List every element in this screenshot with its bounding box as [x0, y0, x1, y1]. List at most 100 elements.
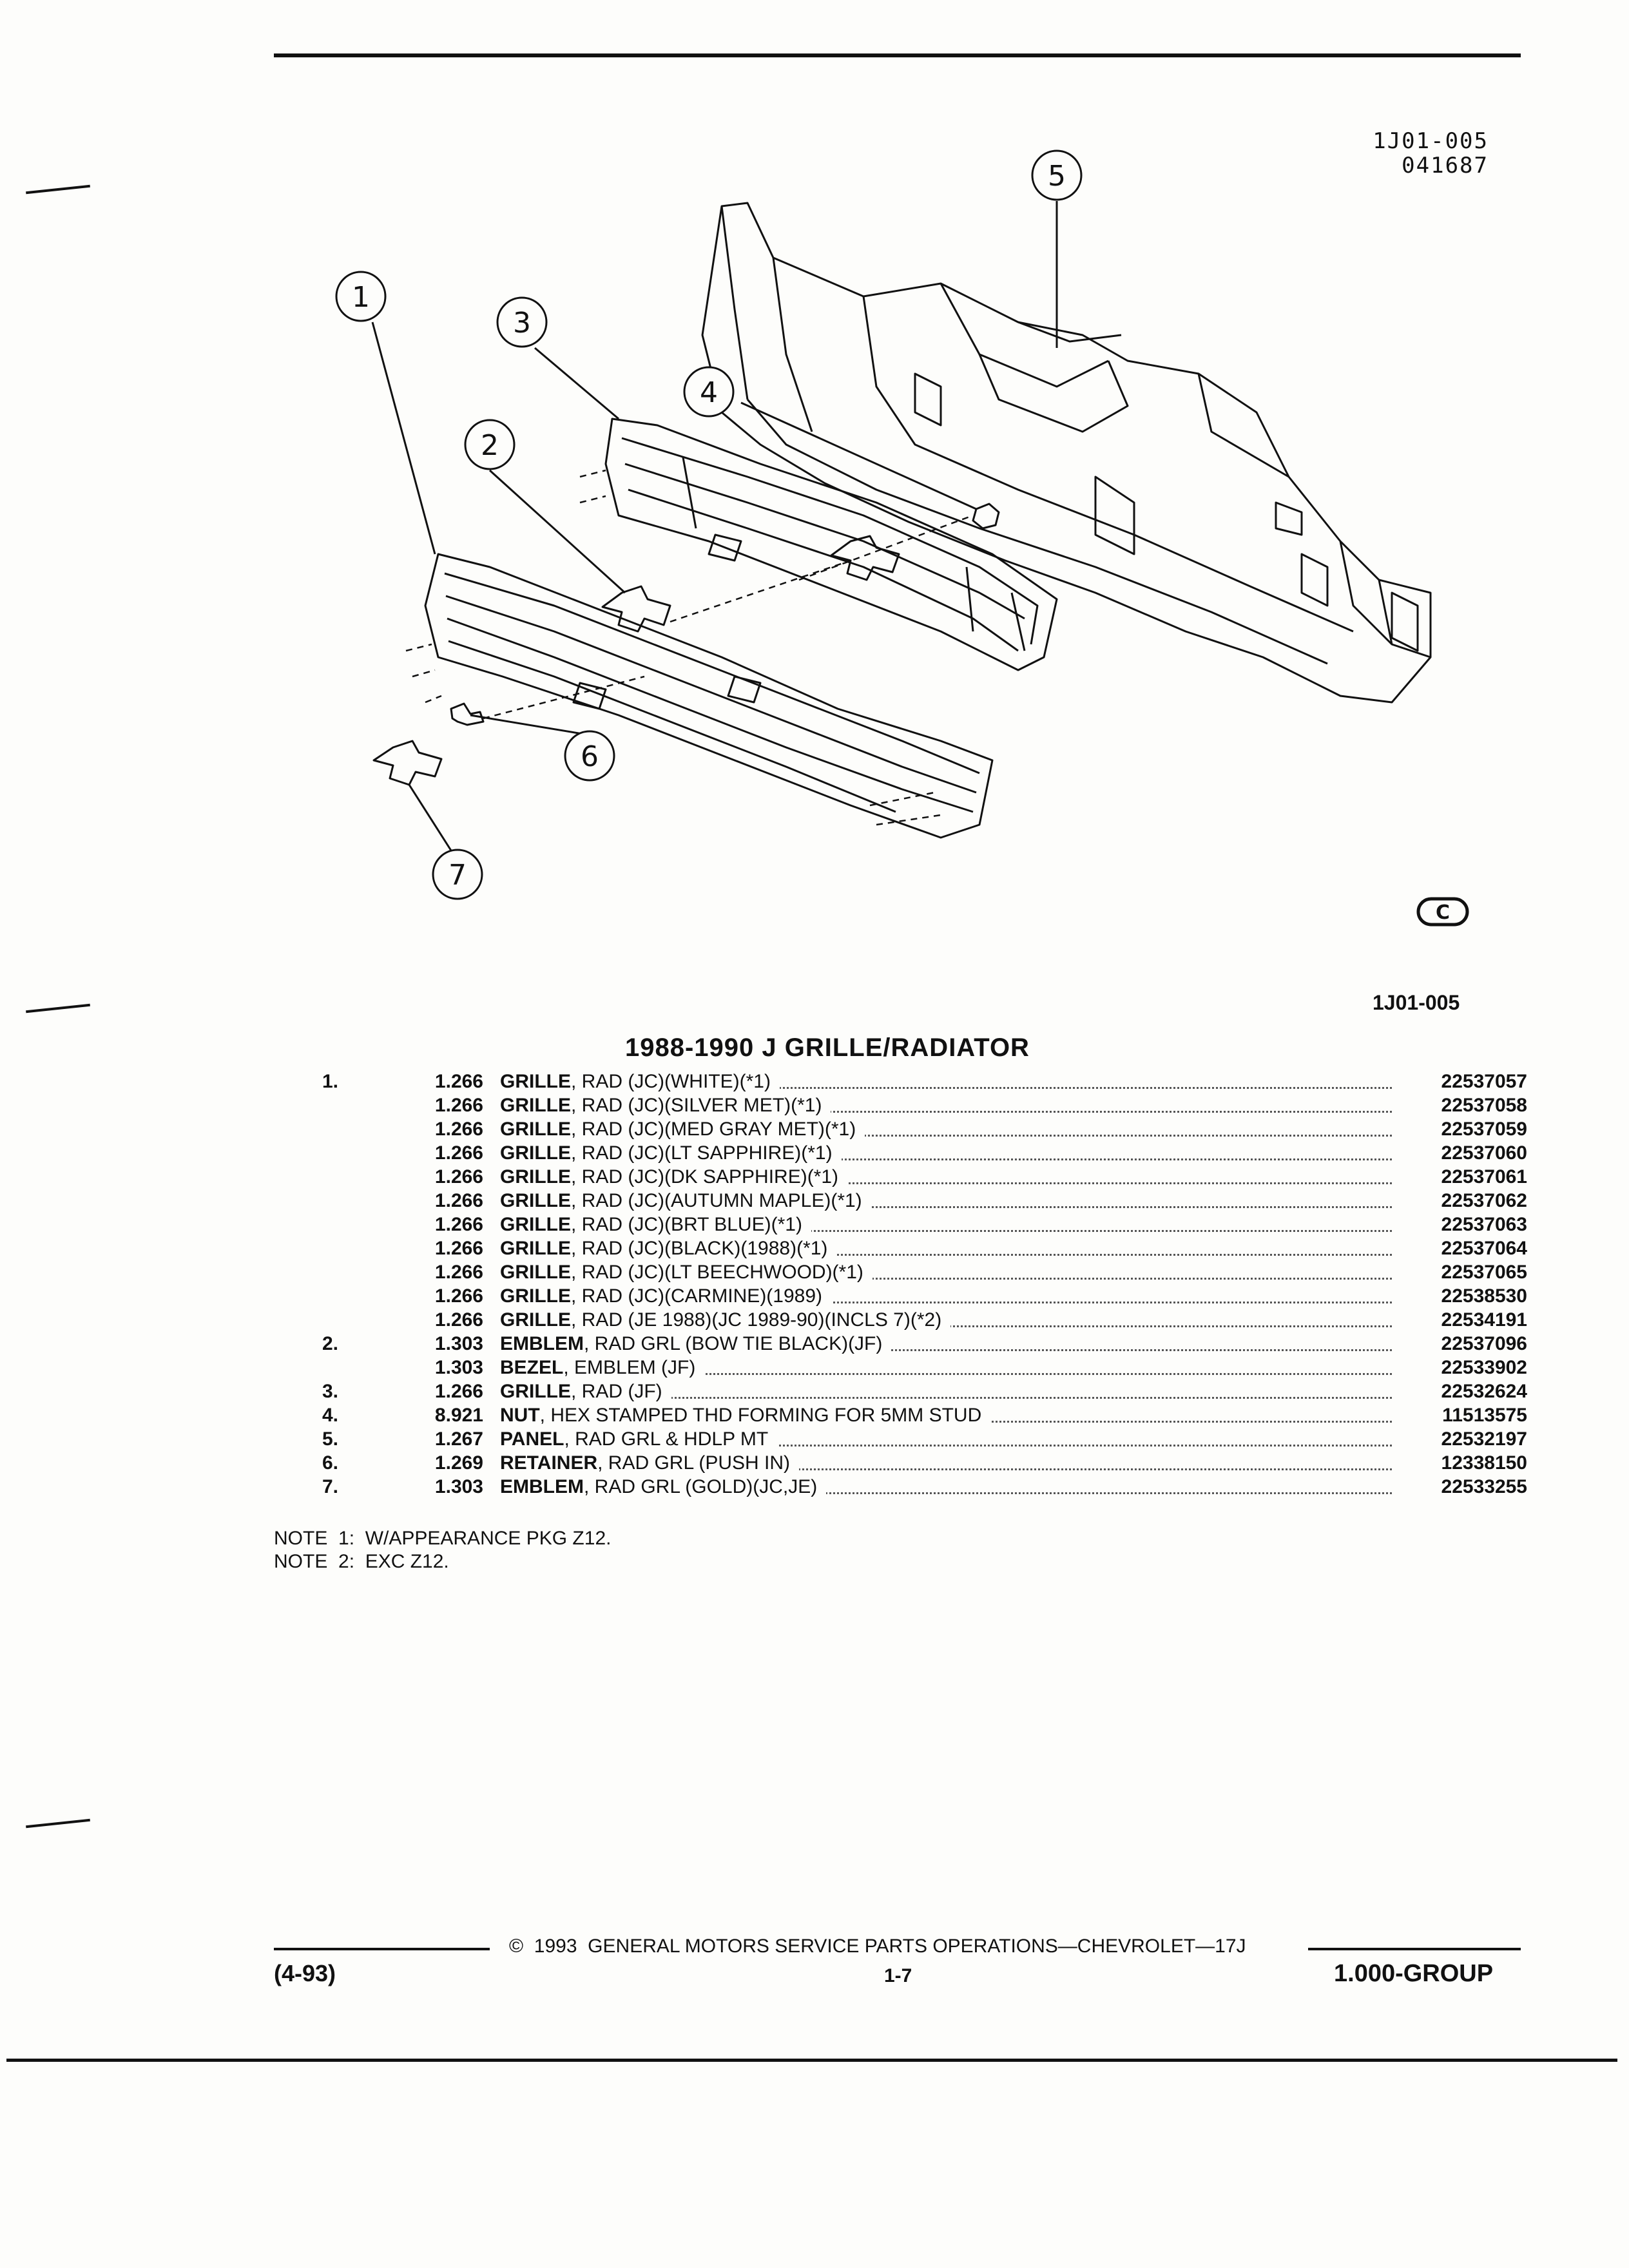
part-detail: , RAD (JE 1988)(JC 1989-90)(INCLS 7)(*2) — [571, 1309, 942, 1331]
ref-code: 1J01-005 — [1373, 128, 1489, 154]
part-ref — [322, 1356, 393, 1379]
group-label: 1.000-GROUP — [1334, 1960, 1494, 1987]
part-number: 22537058 — [1392, 1093, 1527, 1117]
part-number: 22537059 — [1392, 1117, 1527, 1141]
figure-ref-code: 1J01-005 041687 — [1276, 129, 1489, 178]
part-detail: , HEX STAMPED THD FORMING FOR 5MM STUD — [539, 1405, 982, 1426]
part-ref — [322, 1213, 393, 1236]
grille-jf-drawing — [604, 418, 1058, 671]
part-ref — [322, 1093, 393, 1117]
dot-leader — [500, 1492, 1392, 1494]
part-description: GRILLE, RAD (JC)(WHITE)(*1) — [500, 1070, 1392, 1093]
part-name: BEZEL — [500, 1357, 564, 1378]
leader-1 — [371, 322, 436, 555]
part-ref — [322, 1189, 393, 1213]
part-number: 22533902 — [1392, 1356, 1527, 1379]
dot-leader — [500, 1254, 1392, 1256]
part-ref — [322, 1117, 393, 1141]
gm-logo-icon: C — [1416, 897, 1469, 927]
part-description: EMBLEM, RAD GRL (GOLD)(JC,JE) — [500, 1475, 1392, 1499]
callout-6: 6 — [564, 730, 615, 782]
callout-4-label: 4 — [700, 376, 718, 409]
part-number: 11513575 — [1392, 1403, 1527, 1427]
part-description: GRILLE, RAD (JE 1988)(JC 1989-90)(INCLS … — [500, 1308, 1392, 1332]
part-group: 1.266 — [434, 1238, 483, 1259]
part-number: 22532197 — [1392, 1427, 1527, 1451]
part-ref — [322, 1141, 393, 1165]
part-description: NUT, HEX STAMPED THD FORMING FOR 5MM STU… — [500, 1403, 1392, 1427]
leader-7 — [408, 784, 452, 851]
part-description: GRILLE, RAD (JC)(BLACK)(1988)(*1) — [500, 1236, 1392, 1260]
nut-drawing — [972, 503, 1000, 530]
figure-label: 1J01-005 — [1373, 991, 1460, 1014]
part-detail: , EMBLEM (JF) — [563, 1357, 696, 1378]
part-detail: , RAD (JC)(SILVER MET)(*1) — [571, 1095, 822, 1116]
part-name: EMBLEM — [500, 1333, 584, 1354]
callout-4: 4 — [683, 366, 735, 418]
dot-leader — [500, 1158, 1392, 1160]
part-name: GRILLE — [500, 1285, 571, 1307]
part-group: 1.267 — [434, 1428, 483, 1450]
part-number: 22537065 — [1392, 1260, 1527, 1284]
part-ref: 6. — [322, 1452, 339, 1474]
part-row: 1.266 GRILLE, RAD (JC)(SILVER MET)(*1) 225… — [322, 1093, 1527, 1117]
part-ref: 7. — [322, 1476, 339, 1497]
part-detail: , RAD (JC)(LT SAPPHIRE)(*1) — [571, 1142, 833, 1164]
part-row: 1.266 GRILLE, RAD (JE 1988)(JC 1989-90)(I… — [322, 1308, 1527, 1332]
footer-rule-right — [1308, 1948, 1521, 1950]
part-group: 1.266 — [434, 1166, 483, 1187]
part-name: RETAINER — [500, 1452, 598, 1474]
part-group: 1.266 — [434, 1071, 483, 1092]
part-number: 22537061 — [1392, 1165, 1527, 1189]
part-detail: , RAD (JC)(LT BEECHWOOD)(*1) — [571, 1262, 863, 1283]
part-number: 22537063 — [1392, 1213, 1527, 1236]
notes: NOTE 1: W/APPEARANCE PKG Z12. NOTE 2: EX… — [274, 1527, 611, 1573]
part-detail: , RAD GRL & HDLP MT — [564, 1428, 769, 1450]
part-description: GRILLE, RAD (JF) — [500, 1379, 1392, 1403]
part-number: 22534191 — [1392, 1308, 1527, 1332]
part-name: GRILLE — [500, 1166, 571, 1187]
ref-number: 041687 — [1402, 153, 1489, 178]
dot-leader — [500, 1445, 1392, 1446]
part-name: GRILLE — [500, 1190, 571, 1211]
note-1: NOTE 1: W/APPEARANCE PKG Z12. — [274, 1528, 612, 1549]
part-detail: , RAD (JC)(WHITE)(*1) — [571, 1071, 771, 1092]
part-group: 8.921 — [434, 1405, 483, 1426]
part-group: 1.266 — [434, 1119, 483, 1140]
part-name: GRILLE — [500, 1071, 571, 1092]
dot-leader — [500, 1182, 1392, 1184]
part-description: BEZEL, EMBLEM (JF) — [500, 1356, 1392, 1379]
top-rule — [274, 53, 1521, 57]
margin-mark — [26, 1003, 90, 1014]
part-group: 1.266 — [434, 1095, 483, 1116]
part-description: GRILLE, RAD (JC)(LT BEECHWOOD)(*1) — [500, 1260, 1392, 1284]
part-ref — [322, 1308, 393, 1332]
part-group: 1.266 — [434, 1309, 483, 1331]
note-2: NOTE 2: EXC Z12. — [274, 1551, 449, 1572]
part-description: RETAINER, RAD GRL (PUSH IN) — [500, 1451, 1392, 1475]
dot-leader — [500, 1111, 1392, 1113]
part-ref — [322, 1236, 393, 1260]
part-name: NUT — [500, 1405, 540, 1426]
callout-5-label: 5 — [1048, 160, 1066, 193]
dot-leader — [500, 1349, 1392, 1351]
part-description: GRILLE, RAD (JC)(CARMINE)(1989) — [500, 1284, 1392, 1308]
part-group: 1.266 — [434, 1142, 483, 1164]
part-name: GRILLE — [500, 1095, 571, 1116]
dot-leader — [500, 1302, 1392, 1303]
dot-leader — [500, 1278, 1392, 1280]
part-name: GRILLE — [500, 1119, 571, 1140]
part-group: 1.303 — [434, 1476, 483, 1497]
part-number: 22533255 — [1392, 1475, 1527, 1499]
callout-7-label: 7 — [448, 859, 467, 892]
callout-2-label: 2 — [481, 429, 499, 462]
part-name: GRILLE — [500, 1142, 571, 1164]
part-detail: , RAD (JF) — [571, 1381, 662, 1402]
